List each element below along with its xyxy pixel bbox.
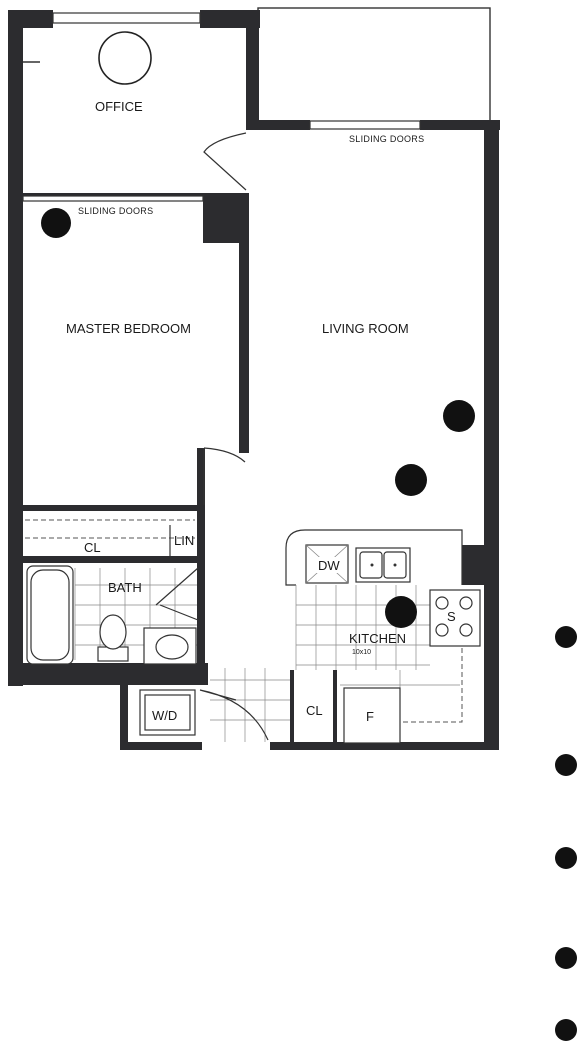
sliding-doors-bedroom-label: SLIDING DOORS	[78, 206, 153, 216]
marker-dot	[395, 464, 427, 496]
washer-dryer-label: W/D	[152, 708, 177, 723]
office-ceiling-circle	[98, 31, 152, 85]
stove-label: S	[447, 609, 456, 624]
office-label: OFFICE	[95, 99, 143, 114]
fridge-label: F	[366, 709, 374, 724]
hall: W/D CL	[139, 668, 323, 742]
marker-dot	[555, 754, 577, 776]
marker-dot	[41, 208, 71, 238]
marker-dot	[555, 626, 577, 648]
closet-hall-label: CL	[306, 703, 323, 718]
sink	[155, 634, 189, 660]
toilet	[99, 614, 127, 650]
sliding-doors-bedroom: SLIDING DOORS	[22, 195, 204, 238]
right-markers	[555, 626, 577, 1041]
closet-bedroom: CL LIN	[25, 519, 195, 556]
bath-label: BATH	[108, 580, 142, 595]
master-bedroom-label: MASTER BEDROOM	[66, 321, 191, 336]
living-room: SLIDING DOORS LIVING ROOM	[322, 134, 475, 496]
marker-dot	[443, 400, 475, 432]
closet-bedroom-label: CL	[84, 540, 101, 555]
marker-dot	[555, 1019, 577, 1041]
office: OFFICE	[23, 31, 247, 191]
marker-dot	[385, 596, 417, 628]
kitchen: DW S F KITCHEN 10x10	[285, 529, 481, 744]
sliding-doors-top-label: SLIDING DOORS	[349, 134, 424, 144]
living-room-label: LIVING ROOM	[322, 321, 409, 336]
kitchen-label: KITCHEN	[349, 631, 406, 646]
kitchen-sink	[355, 547, 411, 583]
bath: BATH	[26, 565, 199, 665]
kitchen-size-label: 10x10	[352, 649, 371, 656]
marker-dot	[555, 847, 577, 869]
stove	[429, 589, 481, 647]
bathtub	[26, 565, 74, 665]
fridge	[343, 687, 401, 744]
linen-label: LIN	[174, 533, 194, 548]
dishwasher-label: DW	[318, 558, 340, 573]
marker-dot	[555, 947, 577, 969]
walls	[8, 7, 500, 750]
washer-dryer	[139, 689, 196, 736]
bedroom-door	[203, 447, 246, 505]
